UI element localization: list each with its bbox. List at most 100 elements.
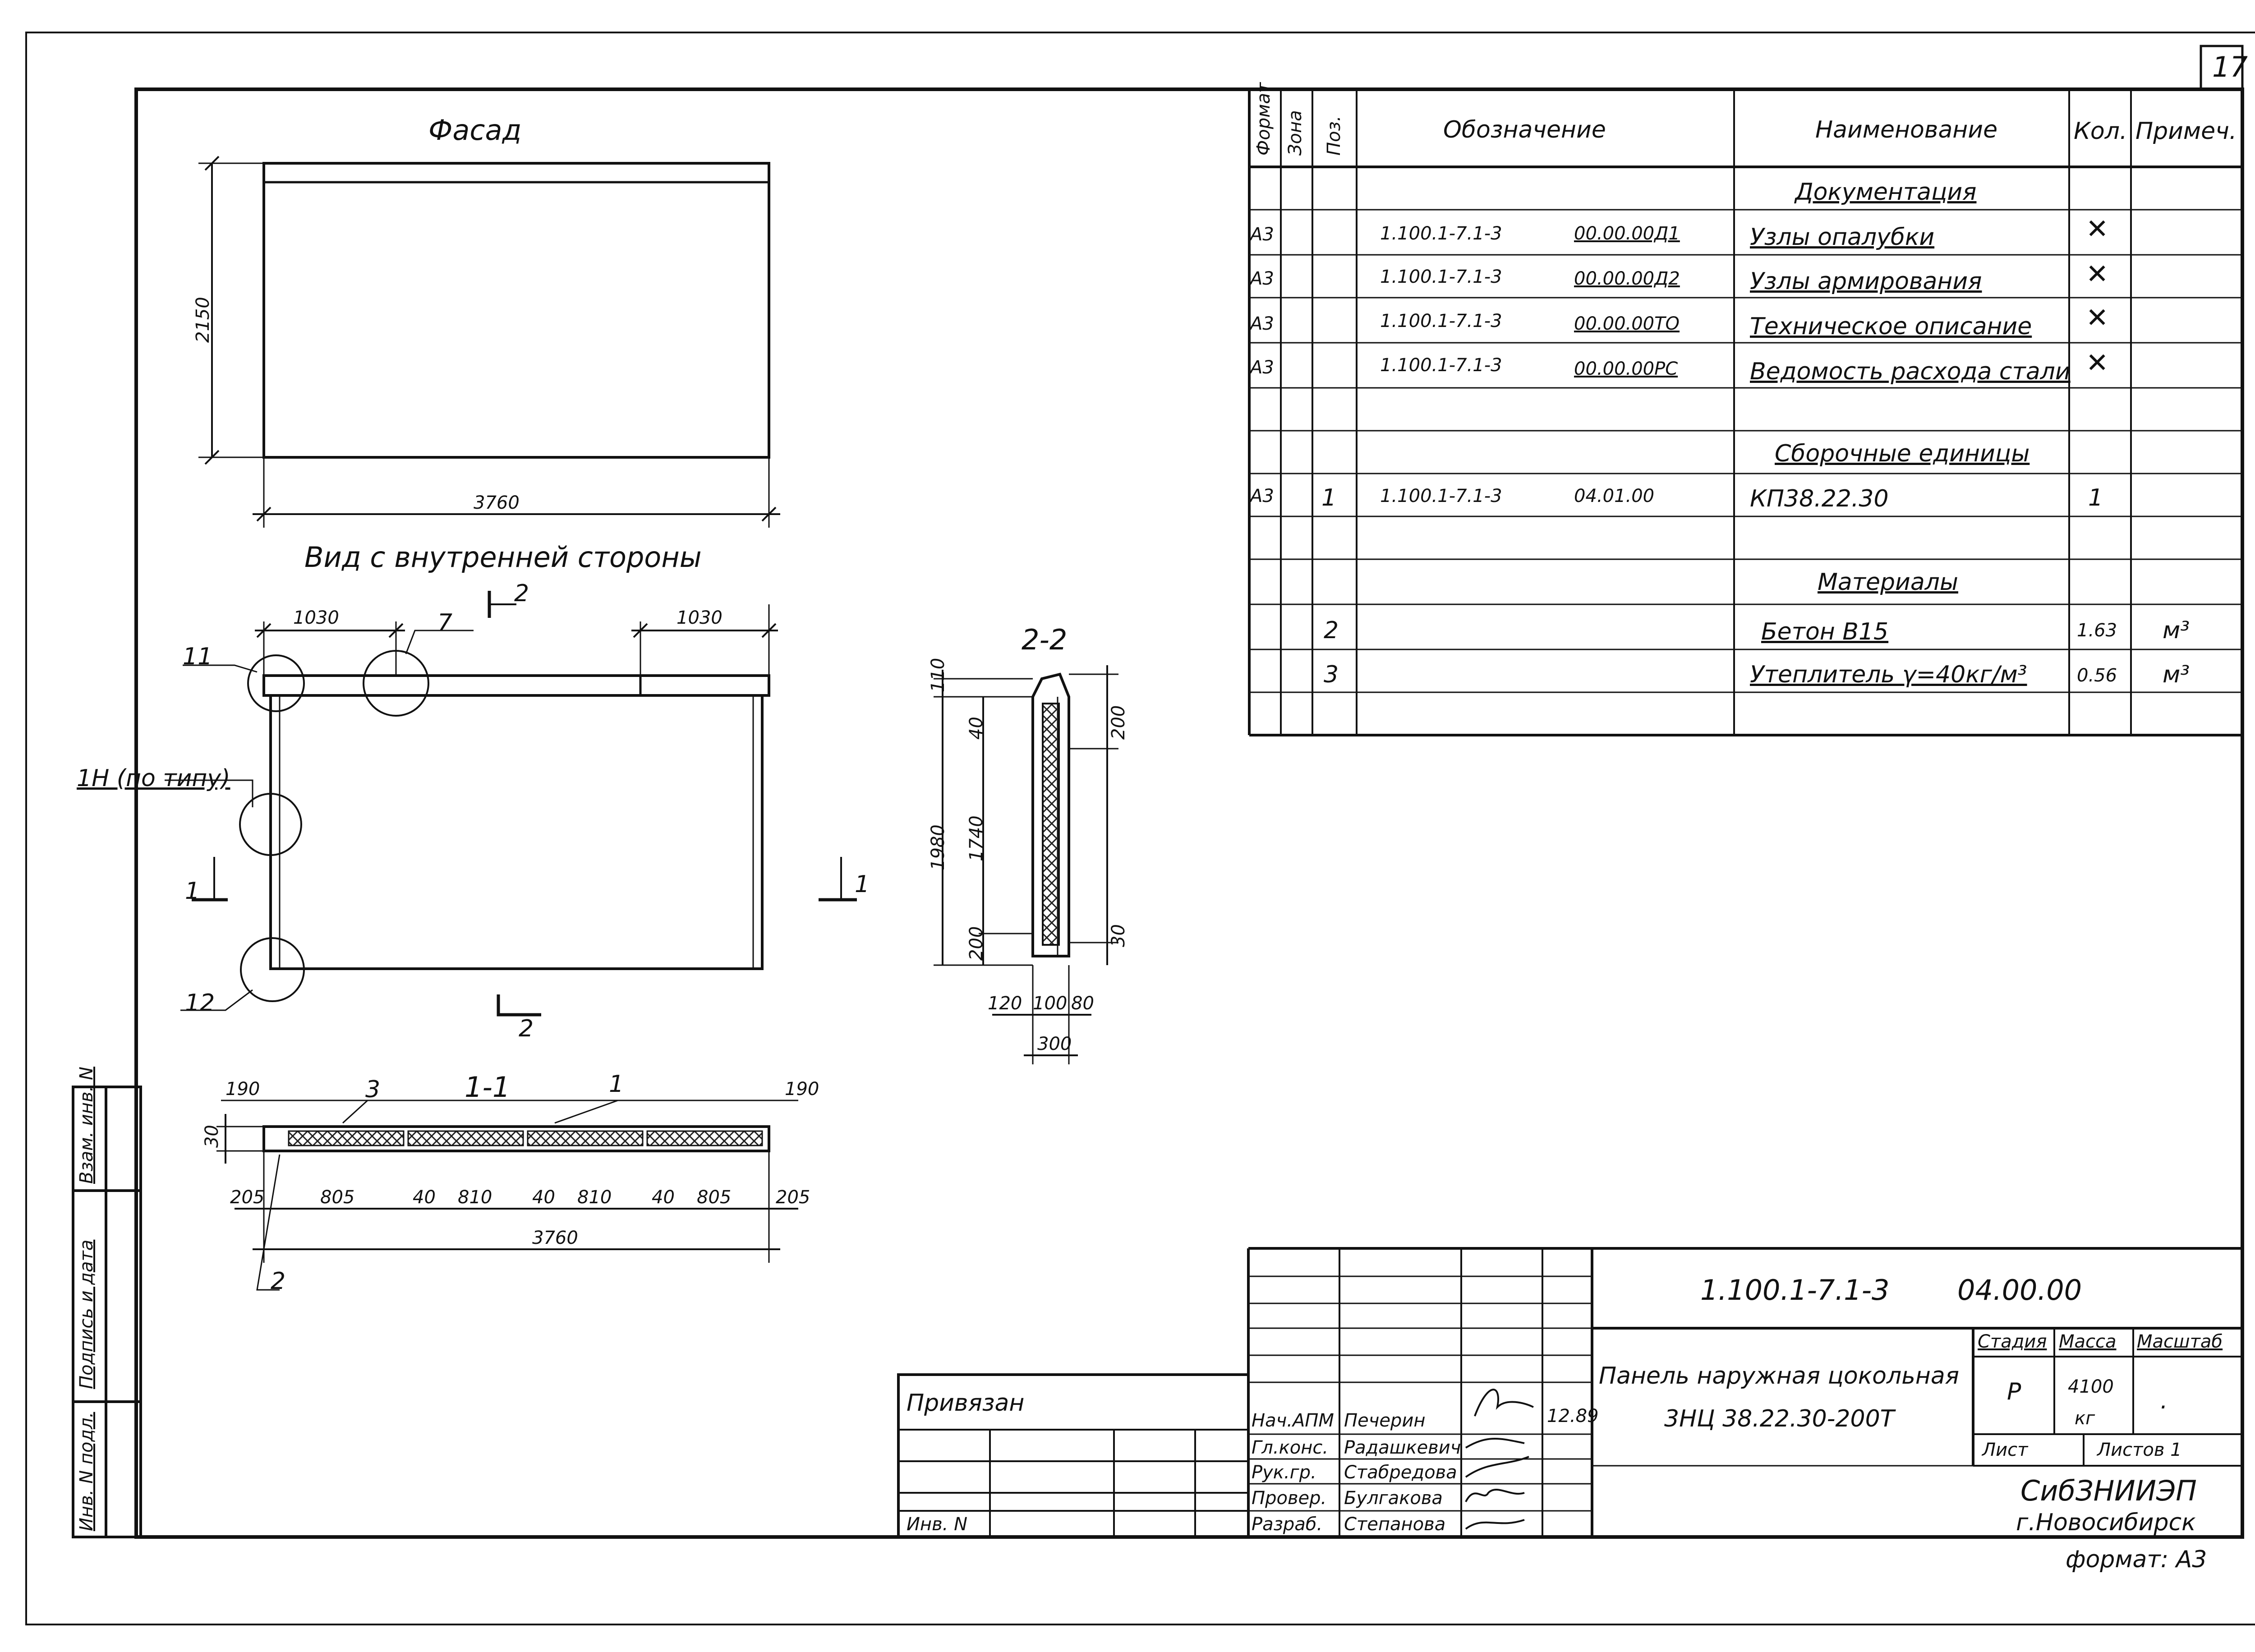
spec-cell-pos: 1 [1321, 484, 1337, 511]
title-stage: Р [2007, 1378, 2021, 1405]
spec-cell-format: А3 [1250, 268, 1274, 289]
dim-80: 80 [1071, 993, 1094, 1014]
spec-cell-format: А3 [1250, 224, 1274, 245]
dim-120: 120 [988, 993, 1022, 1014]
spec-cell-sub: 00.00.00ТО [1574, 313, 1680, 334]
section-1-1 [216, 1100, 798, 1291]
spec-header-zone: Зона [1285, 110, 1306, 156]
dim-30-section: 30 [202, 1125, 222, 1148]
dim-100: 100 [1033, 993, 1068, 1014]
dim-1980: 1980 [928, 824, 948, 870]
spec-header-note: Примеч. [2135, 118, 2237, 145]
dim-810-a: 810 [458, 1187, 492, 1208]
binding-inv: Инв. N [907, 1514, 967, 1535]
dim-40: 40 [966, 717, 987, 740]
role-label: Гл.конс. [1252, 1437, 1329, 1458]
binding-label: Привязан [907, 1390, 1025, 1417]
spec-cell-qty: ✕ [2086, 213, 2109, 245]
title-mass-header: Масса [2059, 1331, 2117, 1352]
spec-cell-note: м³ [2163, 617, 2190, 644]
dim-805-left: 805 [320, 1187, 355, 1208]
spec-header-name: Наименование [1815, 116, 1998, 143]
sheet-number-box [2200, 45, 2244, 91]
section-mark-bottom-label: 2 [519, 1015, 534, 1042]
inner-view [165, 591, 857, 1017]
spec-header-pos: Поз. [1324, 115, 1344, 156]
role-person: Радашкевич [1344, 1437, 1461, 1458]
spec-cell-qty: 1.63 [2077, 620, 2117, 641]
margin-strip [72, 1086, 142, 1538]
title-city: г.Новосибирск [2016, 1509, 2196, 1536]
spec-cell-code: 1.100.1-7.1-3 [1380, 355, 1502, 376]
title-subcode: 04.00.00 [1957, 1274, 2082, 1307]
section-1-1-title: 1-1 [465, 1071, 511, 1104]
dim-1030-right: 1030 [676, 607, 723, 628]
spec-cell-format: А3 [1250, 486, 1274, 506]
callout-1: 1 [609, 1071, 624, 1098]
dim-1030-left: 1030 [293, 607, 339, 628]
margin-inv-number: Инв. N подл. [76, 1412, 97, 1531]
title-mass-unit: кг [2075, 1408, 2095, 1429]
spec-cell-name: Узлы армирования [1750, 268, 1982, 295]
section-mark-right-label: 1 [855, 871, 870, 898]
note-ih: 1Н (по типу) [77, 765, 230, 792]
role-person: Печерин [1344, 1410, 1426, 1431]
dim-190-right: 190 [785, 1079, 819, 1100]
spec-cell-format: А3 [1250, 357, 1274, 378]
sheet-outer-border [25, 32, 2255, 1625]
facade-view [198, 156, 780, 528]
role-person: Степанова [1344, 1514, 1446, 1535]
sheet-format: формат: А3 [2066, 1546, 2207, 1573]
role-label: Нач.АПМ [1252, 1410, 1334, 1431]
section-2-2-title: 2-2 [1022, 623, 1068, 656]
spec-cell-qty: ✕ [2086, 258, 2109, 290]
title-name-line1: Панель наружная цокольная [1599, 1362, 1959, 1390]
role-date: 12.89 [1547, 1406, 1599, 1427]
title-mass: 4100 [2068, 1376, 2114, 1397]
role-person: Булгакова [1344, 1488, 1443, 1509]
dim-40-a: 40 [413, 1187, 436, 1208]
dim-810-b: 810 [577, 1187, 612, 1208]
dim-805-right: 805 [697, 1187, 732, 1208]
section-mark-left-label: 1 [185, 878, 200, 905]
dim-200-top: 200 [1108, 705, 1129, 740]
spec-section-docs: Документация [1795, 179, 1977, 206]
spec-cell-qty: 1 [2088, 484, 2103, 511]
margin-replacement-inv: Взам. инв. N [76, 1067, 97, 1184]
spec-cell-name: КП38.22.30 [1750, 485, 1889, 512]
dim-width-3760: 3760 [474, 492, 520, 513]
title-stage-header: Стадия [1978, 1331, 2047, 1352]
dim-1740: 1740 [966, 815, 987, 861]
title-block-lines [1247, 1247, 2242, 1537]
inner-view-title: Вид с внутренней стороны [304, 541, 702, 574]
spec-table-lines [1248, 89, 2242, 736]
spec-cell-code: 1.100.1-7.1-3 [1380, 311, 1502, 331]
section-2-2 [934, 665, 1118, 1064]
spec-section-materials: Материалы [1818, 569, 1958, 596]
spec-header-designation: Обозначение [1443, 116, 1606, 143]
margin-signature-date: Подпись и дата [76, 1239, 97, 1389]
callout-3: 3 [365, 1076, 381, 1103]
spec-cell-sub: 00.00.00Д2 [1574, 268, 1680, 289]
spec-header-format: Формат [1253, 82, 1274, 156]
facade-title: Фасад [428, 114, 522, 147]
spec-cell-code: 1.100.1-7.1-3 [1380, 267, 1502, 287]
dim-110: 110 [928, 658, 948, 692]
title-organization: СибЗНИИЭП [2020, 1474, 2197, 1507]
spec-cell-sub: 00.00.00Д1 [1574, 223, 1680, 244]
dim-200-bottom: 200 [966, 926, 987, 961]
title-scale: . [2160, 1387, 2168, 1414]
dim-height-2150: 2150 [193, 297, 213, 343]
role-label: Провер. [1252, 1488, 1327, 1509]
title-sheets-header: Листов 1 [2097, 1440, 2182, 1460]
spec-cell-code: 1.100.1-7.1-3 [1380, 223, 1502, 244]
spec-header-qty: Кол. [2074, 118, 2127, 145]
dim-300: 300 [1037, 1034, 1072, 1054]
spec-cell-pos: 2 [1324, 617, 1339, 644]
dim-30-side: 30 [1108, 924, 1129, 947]
spec-cell-note: м³ [2163, 661, 2190, 688]
callout-7: 7 [437, 609, 453, 636]
section-mark-top-label: 2 [514, 580, 529, 607]
spec-cell-name: Техническое описание [1750, 313, 2032, 340]
